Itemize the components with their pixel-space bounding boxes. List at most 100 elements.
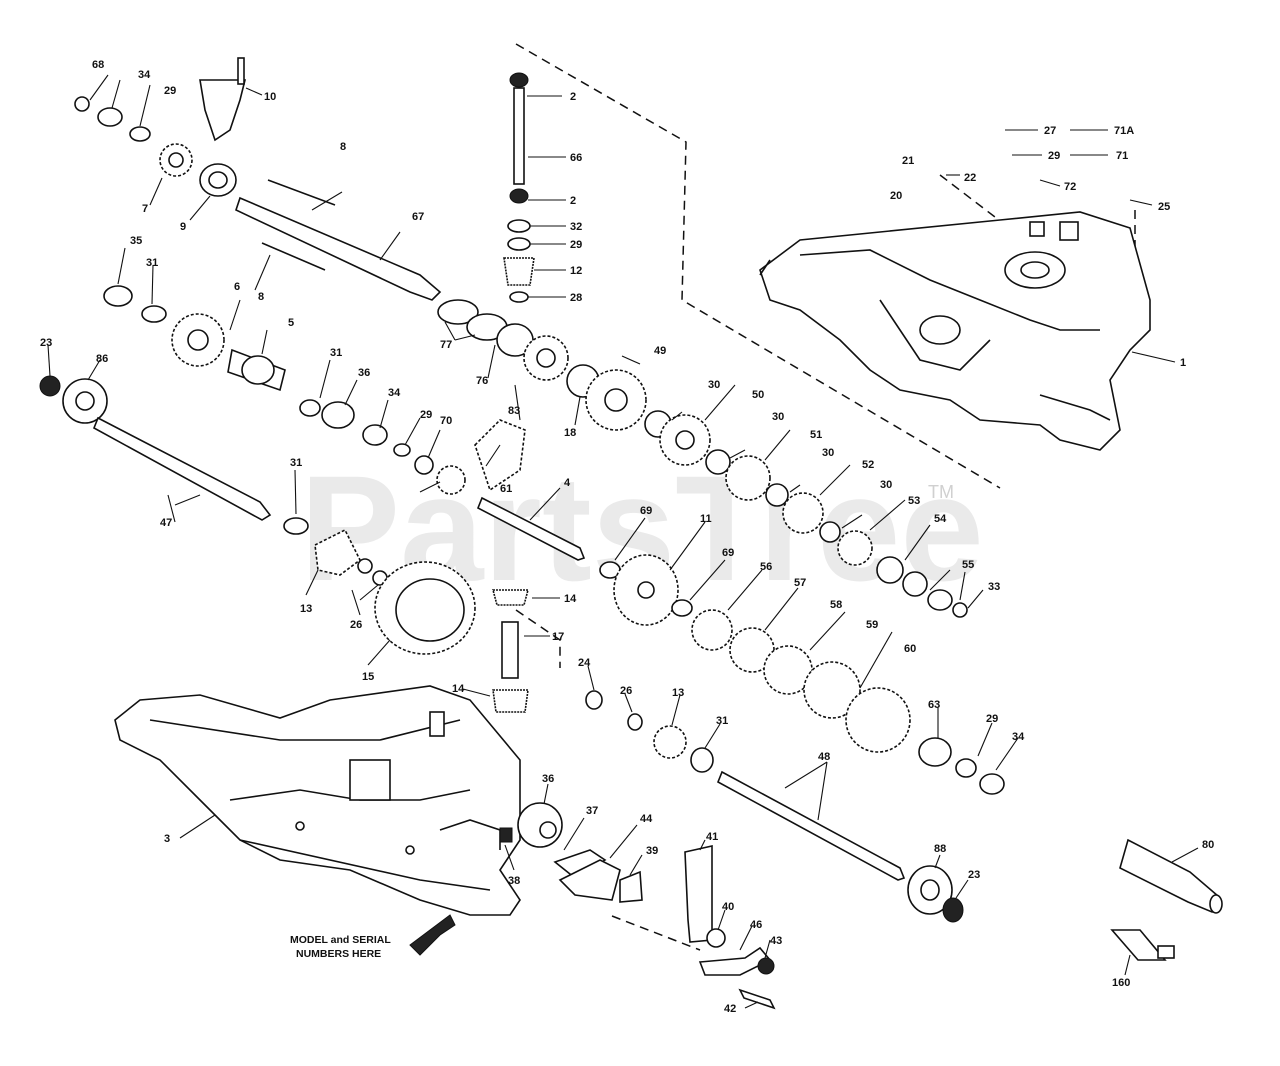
callout: 56: [760, 561, 772, 573]
upper-housing: [759, 211, 1151, 451]
callout: 41: [706, 831, 718, 843]
callout: 8: [340, 141, 346, 153]
callout: 23: [40, 337, 52, 349]
callout: 29: [164, 85, 176, 97]
callout: 22: [964, 172, 976, 184]
callout: 34: [1012, 731, 1025, 743]
note-line2: NUMBERS HERE: [296, 948, 381, 960]
callout: 31: [146, 257, 158, 269]
callout: 69: [722, 547, 734, 559]
callout: 29: [1048, 150, 1060, 162]
callout: 24: [578, 657, 591, 669]
callout: 29: [420, 409, 432, 421]
callout: 36: [542, 773, 554, 785]
callout: 14: [452, 683, 465, 695]
model-serial-note: MODEL and SERIAL NUMBERS HERE: [290, 914, 456, 960]
callout: 88: [934, 843, 946, 855]
callout: 42: [724, 1003, 736, 1015]
callout: 51: [810, 429, 822, 441]
callout: 30: [822, 447, 834, 459]
callout: 37: [586, 805, 598, 817]
callout: 38: [508, 875, 520, 887]
callout: 1: [1180, 357, 1186, 369]
callout: 2: [570, 195, 576, 207]
callout: 69: [640, 505, 652, 517]
callout: 47: [160, 517, 172, 529]
callout: 34: [388, 387, 401, 399]
callout: 5: [288, 317, 294, 329]
callout: 8: [258, 291, 264, 303]
callout: 49: [654, 345, 666, 357]
callout: 160: [1112, 977, 1130, 989]
callout: 32: [570, 221, 582, 233]
shift-lever-10: [199, 57, 247, 142]
callout: 80: [1202, 839, 1214, 851]
callout: 54: [934, 513, 947, 525]
callout: 68: [92, 59, 104, 71]
callout: 52: [862, 459, 874, 471]
callout: 30: [880, 479, 892, 491]
callout: 2: [570, 91, 576, 103]
callout: 33: [988, 581, 1000, 593]
callout: 13: [672, 687, 684, 699]
callout: 26: [620, 685, 632, 697]
callout: 57: [794, 577, 806, 589]
callout: 30: [708, 379, 720, 391]
callout: 48: [818, 751, 830, 763]
callout: 31: [330, 347, 342, 359]
callout: 66: [570, 152, 582, 164]
callout: 71A: [1114, 125, 1134, 137]
lower-housing: [114, 685, 521, 916]
note-line1: MODEL and SERIAL: [290, 934, 391, 946]
middle-cluster: [39, 364, 1005, 795]
callout: 29: [986, 713, 998, 725]
callout: 14: [564, 593, 577, 605]
callout: 59: [866, 619, 878, 631]
callout: 61: [500, 483, 512, 495]
callout: 40: [722, 901, 734, 913]
lower-cluster: [499, 690, 1223, 1010]
callout: 46: [750, 919, 762, 931]
upper-gears: [74, 96, 569, 392]
callout: 18: [564, 427, 576, 439]
callout: 44: [640, 813, 653, 825]
callout: 77: [440, 339, 452, 351]
watermark-tm: TM: [928, 482, 954, 502]
callout: 25: [1158, 201, 1170, 213]
callout: 3: [164, 833, 170, 845]
callout: 50: [752, 389, 764, 401]
callout: 15: [362, 671, 374, 683]
callout: 7: [142, 203, 148, 215]
callout: 31: [290, 457, 302, 469]
callout: 71: [1116, 150, 1128, 162]
callout: 31: [716, 715, 728, 727]
callout: 29: [570, 239, 582, 251]
callout: 72: [1064, 181, 1076, 193]
callout: 30: [772, 411, 784, 423]
callout: 43: [770, 935, 782, 947]
callout: 20: [890, 190, 902, 202]
callout: 26: [350, 619, 362, 631]
callout: 58: [830, 599, 842, 611]
callout: 21: [902, 155, 914, 167]
shaft-66: [503, 72, 535, 303]
callout: 60: [904, 643, 916, 655]
callout: 53: [908, 495, 920, 507]
callout: 28: [570, 292, 582, 304]
callout: 63: [928, 699, 940, 711]
callout: 27: [1044, 125, 1056, 137]
callout: 76: [476, 375, 488, 387]
callout: 70: [440, 415, 452, 427]
callout: 10: [264, 91, 276, 103]
leader-lines: [47, 74, 1199, 1009]
callout: 6: [234, 281, 240, 293]
callout: 39: [646, 845, 658, 857]
callout: 23: [968, 869, 980, 881]
callout: 9: [180, 221, 186, 233]
callout: 35: [130, 235, 142, 247]
callout: 34: [138, 69, 151, 81]
callout: 17: [552, 631, 564, 643]
callout-labels: 1 2 66 2 32 29 12 28 27 29 71A 71 21 22 …: [40, 59, 1214, 1015]
callout: 4: [564, 477, 571, 489]
